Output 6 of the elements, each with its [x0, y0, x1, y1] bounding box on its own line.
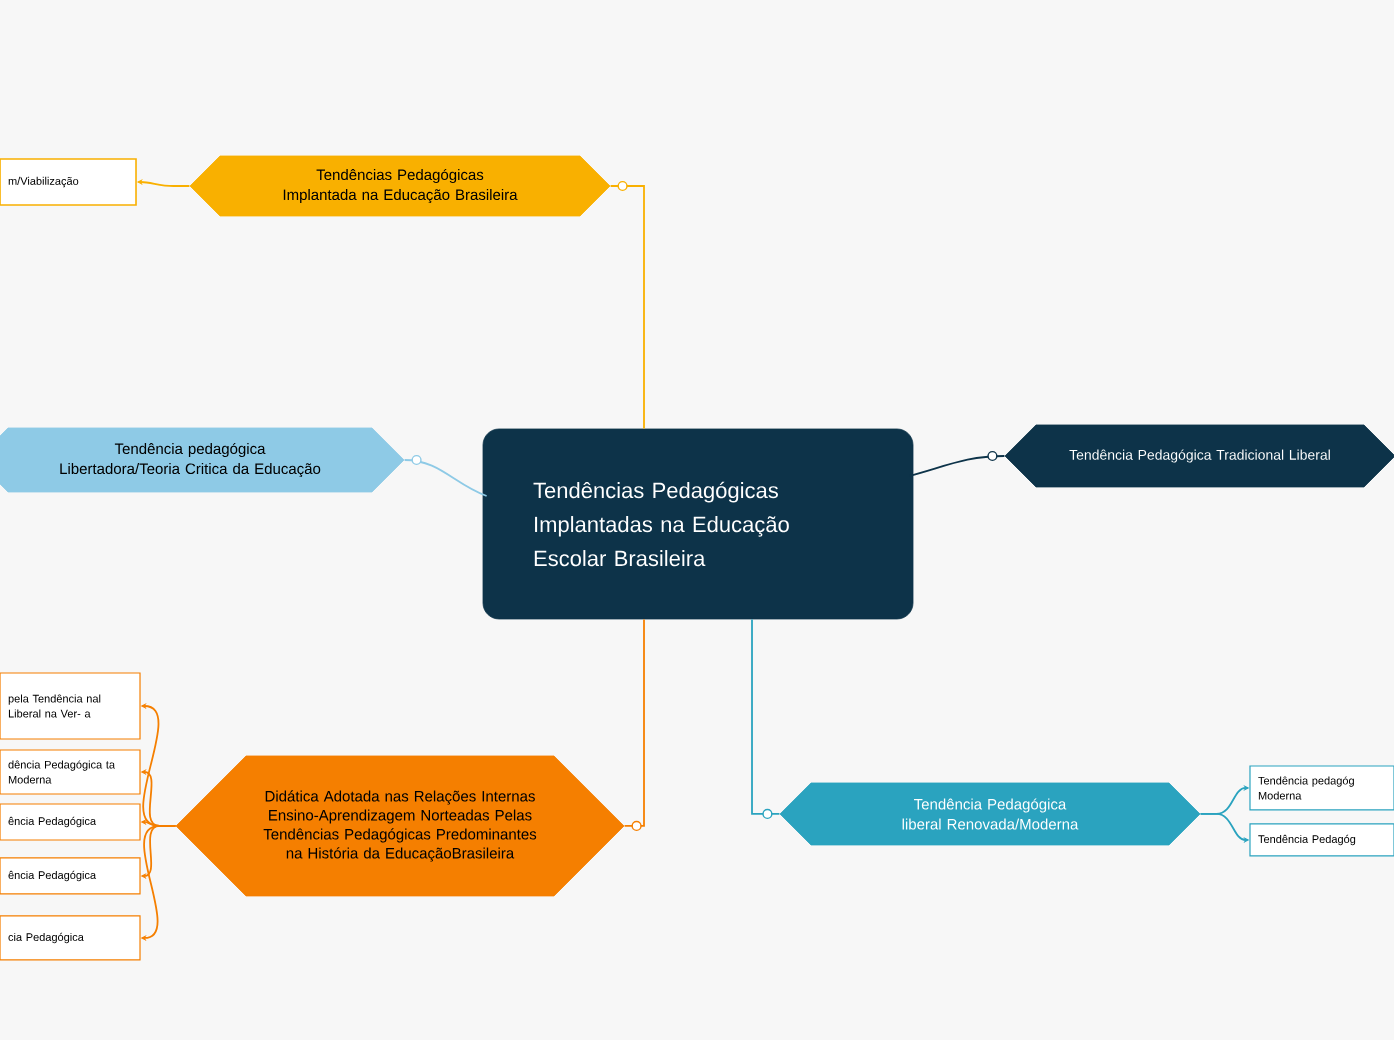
- connector: [908, 455, 1006, 477]
- connector: [609, 185, 645, 430]
- central-topic-box: Tendências Pedagógicas Implantadas na Educação Escolar Brasileira: [482, 428, 914, 620]
- connector: [403, 459, 488, 497]
- connector: [623, 618, 645, 827]
- connector: [751, 618, 781, 815]
